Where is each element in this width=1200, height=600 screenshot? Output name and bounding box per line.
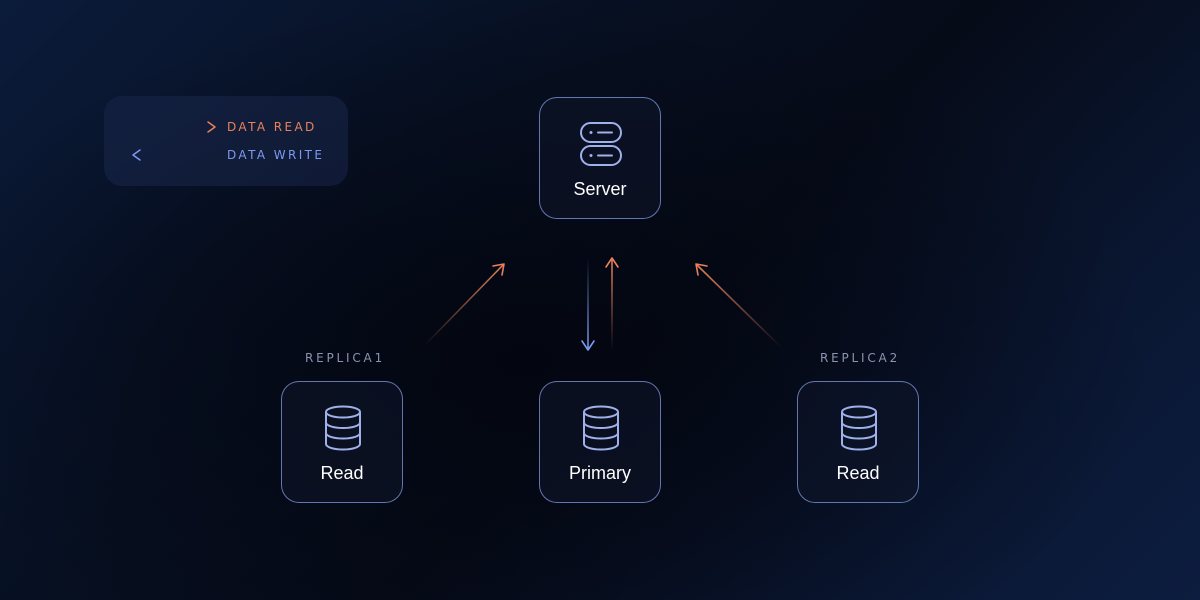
server-node[interactable]: Server <box>539 97 661 219</box>
server-icon <box>580 122 622 166</box>
primary-label: Primary <box>569 463 631 483</box>
legend-write-label: DATA WRITE <box>227 148 325 162</box>
legend-write-row: DATA WRITE <box>104 145 348 165</box>
replica1-tag: REPLICA1 <box>305 351 386 365</box>
replica2-read-arrow <box>695 263 783 349</box>
primary-node[interactable]: Primary <box>539 381 661 503</box>
database-icon <box>325 405 361 451</box>
server-label: Server <box>573 179 627 199</box>
primary-read-arrow <box>605 257 619 350</box>
replica1-label: Read <box>320 463 364 483</box>
legend-read-label: DATA READ <box>227 120 317 134</box>
replica1-node[interactable]: Read <box>281 381 403 503</box>
replica2-tag: REPLICA2 <box>820 351 901 365</box>
primary-write-arrow <box>581 258 595 351</box>
read-arrow-icon <box>131 121 216 133</box>
replica2-node[interactable]: Read <box>797 381 919 503</box>
database-icon <box>583 405 619 451</box>
replica2-label: Read <box>836 463 880 483</box>
database-icon <box>841 405 877 451</box>
legend-read-row: DATA READ <box>104 117 348 137</box>
write-arrow-icon <box>132 149 216 161</box>
legend: DATA READ DATA WRITE <box>104 96 348 186</box>
replica1-read-arrow <box>423 263 505 347</box>
